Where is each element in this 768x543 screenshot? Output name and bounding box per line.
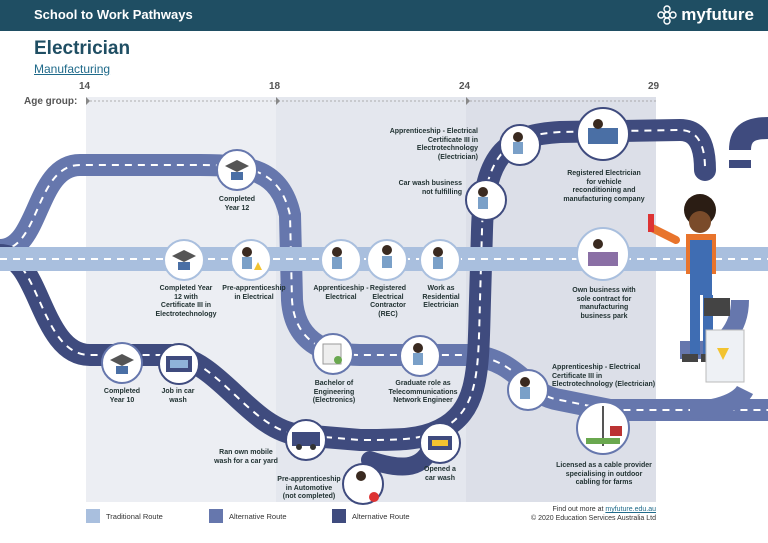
step-job-car-wash: Job in car wash (161, 388, 195, 404)
age-axis-ticks (86, 97, 470, 105)
step-registered-vehicle-electrician: Registered Electrician for vehicle recon… (563, 170, 645, 203)
step-cable-provider: Licensed as a cable provider specialisin… (556, 462, 652, 486)
legend-alternative-dark: Alternative Route (332, 509, 410, 523)
step-completed-year-10: Completed Year 10 (103, 388, 141, 404)
age-tick-18: 18 (269, 81, 281, 92)
flower-logo-icon (657, 5, 677, 25)
page-title: Electrician (34, 38, 131, 59)
step-mobile-wash: Ran own mobile wash for a car yard (214, 449, 278, 465)
top-banner: School to Work Pathways myfuture (0, 0, 768, 31)
logo-text: myfuture (681, 5, 754, 24)
legend-label-traditional: Traditional Route (106, 511, 163, 521)
step-residential-electrician: Work as Residential Electrician (422, 285, 460, 309)
step-completed-year-12: Completed Year 12 (218, 196, 256, 212)
step-completed-year-12-cert: Completed Year 12 with Certificate III i… (155, 285, 217, 318)
step-icons (101, 107, 630, 505)
footer-link[interactable]: myfuture.edu.au (605, 506, 656, 513)
legend-label-alternative-dark: Alternative Route (352, 511, 410, 521)
step-own-business: Own business with sole contract for manu… (572, 287, 636, 320)
legend-label-alternative-mid: Alternative Route (229, 511, 287, 521)
legend-swatch-alternative-mid (209, 509, 223, 523)
electrician-figure (648, 194, 745, 383)
step-car-wash-not-fulfilling: Car wash business not fulfilling (398, 180, 462, 196)
alt-route-mid (0, 154, 768, 421)
legend-alternative-mid: Alternative Route (209, 509, 287, 523)
step-registered-contractor: Registered Electrical Contractor (REC) (369, 285, 407, 318)
footer-find-out: Find out more at (552, 506, 604, 513)
step-apprenticeship-electrical: Apprenticeship - Electrical (313, 285, 369, 301)
industry-link[interactable]: Manufacturing (34, 62, 111, 76)
footer: Find out more at myfuture.edu.au © 2020 … (531, 505, 656, 523)
step-opened-car-wash: Opened a car wash (424, 466, 456, 482)
legend-swatch-alternative-dark (332, 509, 346, 523)
banner-title: School to Work Pathways (34, 7, 193, 22)
step-pre-apprenticeship-electrical: Pre-apprenticeship in Electrical (222, 285, 286, 301)
myfuture-logo[interactable]: myfuture (657, 5, 754, 25)
alt-route-exit-lower (689, 384, 754, 419)
age-tick-24: 24 (459, 81, 471, 92)
step-graduate-role: Graduate role as Telecommunications Netw… (388, 380, 458, 404)
step-pre-apprenticeship-automotive: Pre-apprenticeship in Automotive (not co… (277, 476, 341, 500)
step-bachelor-engineering: Bachelor of Engineering (Electronics) (312, 380, 356, 404)
age-tick-29: 29 (648, 81, 660, 92)
step-apprenticeship-cert-bottom: Apprenticeship - Electrical Certificate … (552, 364, 656, 388)
age-group-label: Age group: (24, 96, 78, 107)
legend-traditional: Traditional Route (86, 509, 163, 523)
legend-swatch-traditional (86, 509, 100, 523)
step-apprenticeship-cert-top: Apprenticeship - Electrical Certificate … (389, 128, 478, 161)
age-tick-14: 14 (79, 81, 91, 92)
footer-copyright: © 2020 Education Services Australia Ltd (530, 515, 656, 522)
